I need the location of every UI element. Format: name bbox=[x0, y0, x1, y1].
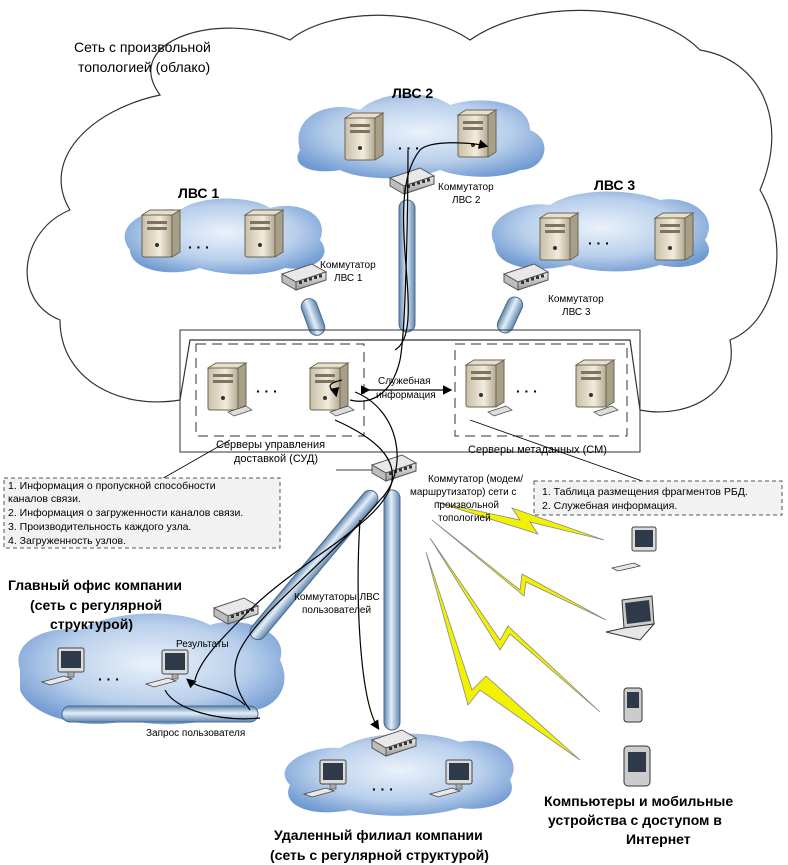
datacenter-frame bbox=[179, 329, 641, 453]
lan1-label: ЛВС 1 bbox=[178, 185, 219, 201]
sm-group bbox=[454, 343, 628, 437]
lan2-server-1 bbox=[344, 112, 384, 161]
lan1-server-1 bbox=[141, 209, 181, 258]
lan2-label: ЛВС 2 bbox=[392, 85, 433, 101]
cloud-title: Сеть с произвольной топологией (облако) bbox=[74, 39, 215, 75]
office-lan-pipe bbox=[61, 705, 259, 723]
head-office-label: Главный офис компании (сеть с регулярной… bbox=[8, 577, 186, 632]
sud-dots: · · · bbox=[256, 383, 278, 399]
laptop-device bbox=[605, 595, 656, 641]
head-office-cloud bbox=[18, 613, 285, 725]
office-dots: · · · bbox=[98, 671, 120, 687]
sm-dots: · · · bbox=[516, 383, 538, 399]
lan2-pipe bbox=[398, 199, 416, 333]
bolt-2 bbox=[431, 519, 607, 621]
switch-lan1-label: Коммутатор ЛВС 1 bbox=[320, 260, 378, 284]
sud-server-2 bbox=[309, 362, 349, 411]
lan3-pipe bbox=[496, 296, 524, 334]
branch-dots: · · · bbox=[372, 781, 394, 797]
desktop-device bbox=[610, 526, 657, 572]
lan1-pipe bbox=[300, 298, 326, 336]
note-left-text: 1. Информация о пропускной способности к… bbox=[8, 480, 246, 547]
lan2-dots: · · · bbox=[398, 140, 420, 156]
sud-label: Серверы управления доставкой (СУД) bbox=[216, 439, 328, 465]
note-right-box bbox=[533, 480, 783, 516]
pda-device bbox=[623, 687, 643, 723]
bolt-3 bbox=[429, 537, 601, 713]
lan3-server-2 bbox=[654, 212, 694, 261]
phone-device bbox=[623, 745, 651, 787]
service-info-label: Служебная информация bbox=[376, 375, 436, 401]
lan1-dots: · · · bbox=[188, 239, 210, 255]
lan1-server-2 bbox=[244, 209, 284, 258]
office-pipe bbox=[249, 489, 379, 641]
sm-label: Серверы метаданных (СМ) bbox=[468, 444, 607, 456]
branch-label: Удаленный филиал компании (сеть с регуля… bbox=[270, 827, 489, 863]
switch-lan2-label: Коммутатор ЛВС 2 bbox=[438, 182, 496, 206]
main-switch-label: Коммутатор (модем/ маршрутизатор) сети с… bbox=[410, 474, 526, 524]
office-switch bbox=[213, 597, 259, 625]
lan3-server-1 bbox=[539, 212, 579, 261]
lan2-server-2 bbox=[457, 109, 497, 158]
switch-lan3-label: Коммутатор ЛВС 3 bbox=[548, 294, 606, 318]
note-left-box bbox=[3, 477, 281, 549]
user-switches-label: Коммутаторы ЛВС пользователей bbox=[294, 592, 383, 616]
results-label: Результаты bbox=[176, 639, 229, 650]
bolt-1 bbox=[435, 501, 605, 541]
bolt-4 bbox=[425, 551, 581, 761]
user-request-label: Запрос пользователя bbox=[146, 728, 245, 739]
branch-pipe bbox=[383, 489, 401, 731]
note-right-text: 1. Таблица размещения фрагментов РБД. 2.… bbox=[542, 486, 751, 512]
sm-server-2 bbox=[575, 359, 615, 408]
sm-server-1 bbox=[465, 359, 505, 408]
lan3-dots: · · · bbox=[588, 235, 610, 251]
lan3-label: ЛВС 3 bbox=[594, 177, 635, 193]
mobile-label: Компьютеры и мобильные устройства с дост… bbox=[544, 793, 737, 847]
sud-server-1 bbox=[207, 362, 247, 411]
branch-cloud bbox=[284, 733, 514, 816]
